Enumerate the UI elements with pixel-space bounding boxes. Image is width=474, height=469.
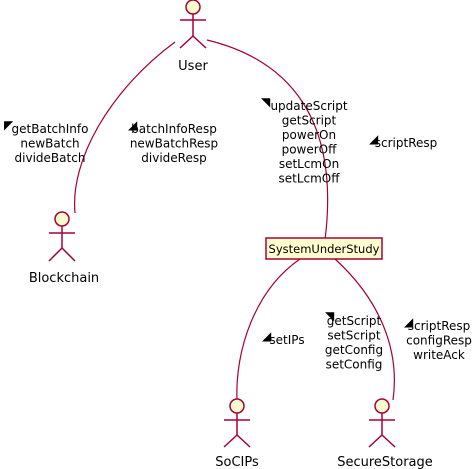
actor-user-leg-left bbox=[179, 35, 194, 49]
edge-message-label: newBatch bbox=[20, 137, 79, 151]
edge-message-label: newBatchResp bbox=[130, 137, 218, 151]
edge-label-system-socips: ◢setIPs bbox=[262, 329, 305, 347]
edge-message-label: setLcmOn bbox=[279, 157, 339, 171]
actor-blockchain[interactable]: Blockchain bbox=[29, 211, 99, 286]
direction-arrow-icon: ◢ bbox=[369, 132, 379, 146]
edge-message-label: getScript bbox=[327, 314, 382, 328]
edge-message-label: powerOff bbox=[282, 143, 338, 157]
edge-message-label: setConfig bbox=[326, 358, 383, 372]
edge-message-label: writeAck bbox=[413, 348, 465, 362]
direction-arrow-icon: ◢ bbox=[404, 315, 414, 329]
direction-arrow-icon: ◥ bbox=[261, 95, 271, 109]
actor-secure-storage-label: SecureStorage bbox=[337, 455, 433, 469]
edge-message-label: getScript bbox=[282, 114, 337, 128]
actor-secure-storage-leg-right bbox=[381, 434, 396, 448]
actor-socips-leg-right bbox=[236, 434, 251, 448]
edge-label-user-system-right: ◢scriptResp bbox=[369, 132, 437, 150]
actor-socips-label: SoCIPs bbox=[215, 455, 259, 469]
actor-socips-head bbox=[229, 398, 245, 414]
edge-message-label: scriptResp bbox=[375, 136, 438, 150]
edge-labels: ◤getBatchInfonewBatchdivideBatch◢batchIn… bbox=[4, 95, 472, 372]
edge-user-system bbox=[206, 39, 329, 241]
edge-message-label: divideBatch bbox=[15, 151, 86, 165]
direction-arrow-icon: ◤ bbox=[4, 118, 14, 132]
edge-message-label: divideResp bbox=[141, 151, 206, 165]
edge-label-user-system-left: ◥updateScriptgetScriptpowerOnpowerOffset… bbox=[261, 95, 348, 186]
edge-system-socips bbox=[236, 258, 301, 401]
actor-socips-leg-left bbox=[223, 434, 238, 448]
edge-message-label: setScript bbox=[327, 329, 380, 343]
edge-message-label: setLcmOff bbox=[278, 172, 340, 186]
direction-arrow-icon: ◢ bbox=[262, 329, 272, 343]
actor-secure-storage-leg-left bbox=[368, 434, 383, 448]
actor-blockchain-leg-left bbox=[48, 247, 63, 262]
actor-secure-storage[interactable]: SecureStorage bbox=[337, 398, 433, 469]
actor-blockchain-label: Blockchain bbox=[29, 271, 99, 286]
actor-user-label: User bbox=[178, 59, 208, 74]
actor-user-head bbox=[185, 0, 201, 15]
edge-message-label: updateScript bbox=[270, 99, 347, 113]
edges bbox=[73, 39, 395, 401]
direction-arrow-icon: ◢ bbox=[128, 118, 138, 132]
edge-message-label: configResp bbox=[406, 334, 472, 348]
direction-arrow-icon: ◥ bbox=[325, 309, 335, 323]
edge-system-storage bbox=[334, 258, 395, 401]
actor-blockchain-leg-right bbox=[61, 247, 76, 262]
edge-message-label: getBatchInfo bbox=[12, 122, 89, 136]
actor-user[interactable]: User bbox=[178, 0, 208, 74]
edge-message-label: setIPs bbox=[269, 333, 304, 347]
actor-secure-storage-head bbox=[374, 398, 390, 414]
edge-message-label: scriptResp bbox=[408, 319, 471, 333]
actor-blockchain-head bbox=[54, 211, 70, 227]
actor-socips[interactable]: SoCIPs bbox=[215, 398, 259, 469]
component-system-under-study[interactable]: SystemUnderStudy bbox=[265, 237, 383, 260]
component-label: SystemUnderStudy bbox=[269, 242, 380, 256]
edge-message-label: batchInfoResp bbox=[131, 122, 217, 136]
edge-message-label: getConfig bbox=[325, 343, 383, 357]
actor-user-leg-right bbox=[192, 35, 207, 49]
component-box bbox=[265, 237, 383, 260]
edge-message-label: powerOn bbox=[282, 128, 336, 142]
edge-user-blockchain bbox=[73, 41, 176, 214]
